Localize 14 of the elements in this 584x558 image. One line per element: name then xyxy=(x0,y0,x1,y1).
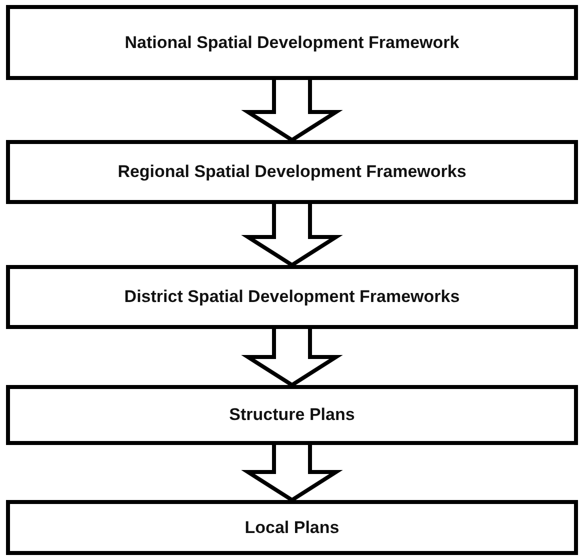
process-box xyxy=(6,500,578,555)
block-arrow xyxy=(241,202,343,268)
process-box xyxy=(6,385,578,445)
box-label: National Spatial Development Framework xyxy=(124,32,460,52)
block-arrow xyxy=(241,443,343,502)
process-box xyxy=(6,140,578,204)
box-label: Regional Spatial Development Frameworks xyxy=(118,162,466,182)
process-box xyxy=(6,265,578,329)
box-label: Local Plans xyxy=(244,518,340,538)
block-arrow xyxy=(241,78,343,142)
process-box xyxy=(6,5,578,80)
box-label: Structure Plans xyxy=(229,405,355,425)
box-label: District Spatial Development Frameworks xyxy=(124,287,460,307)
block-arrow xyxy=(241,327,343,388)
